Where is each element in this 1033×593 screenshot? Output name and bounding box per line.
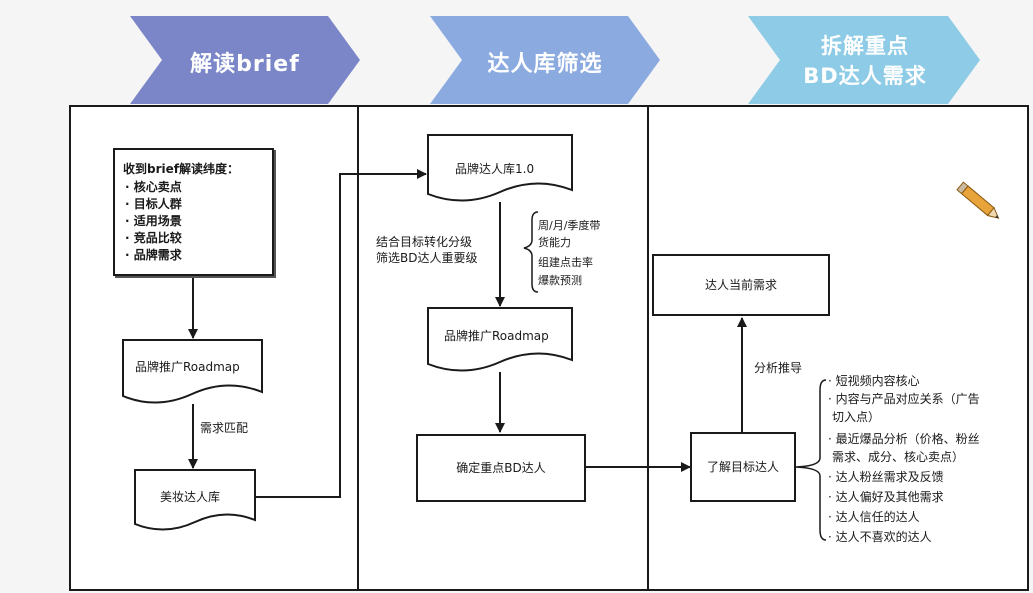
criteria-item: 货能力	[538, 236, 571, 249]
analysis-point: · 达人粉丝需求及反馈	[828, 470, 944, 484]
criteria-item: 组建点击率	[538, 256, 593, 269]
roadmap-doc-2	[427, 307, 573, 372]
brief-item: · 目标人群	[125, 197, 182, 211]
filter-label-line2: 筛选BD达人重要级	[376, 251, 478, 265]
analysis-point: 切入点）	[832, 410, 881, 424]
analysis-point: 需求、成分、核心卖点）	[832, 450, 965, 464]
pencil-icon	[956, 181, 1000, 219]
arrow-beauty-to-brand-db	[255, 169, 427, 498]
stage2-label: 达人库筛选	[487, 52, 603, 77]
brief-item: · 竞品比较	[125, 231, 182, 245]
points-bracket	[795, 379, 827, 541]
current-need-box: 达人当前需求	[652, 254, 830, 316]
analyze-label: 分析推导	[754, 361, 803, 375]
brief-title: 收到brief解读纬度：	[123, 162, 239, 176]
criteria-brace	[523, 211, 539, 293]
stage1-chevron	[130, 16, 360, 104]
brief-item: · 品牌需求	[125, 248, 182, 262]
criteria-item: 爆款预测	[538, 274, 582, 287]
analysis-point: · 达人不喜欢的达人	[828, 530, 932, 544]
confirm-bd-box: 确定重点BD达人	[416, 434, 586, 502]
analysis-point: · 达人信任的达人	[828, 510, 920, 524]
stage2-chevron	[430, 16, 660, 104]
stage-chevrons	[130, 16, 980, 104]
stage3-label-line2: BD达人需求	[803, 64, 927, 88]
analysis-point: · 达人偏好及其他需求	[828, 490, 944, 504]
brief-box: 收到brief解读纬度： · 核心卖点 · 目标人群 · 适用场景 · 竞品比较…	[113, 148, 274, 276]
brand-db-label: 品牌达人库1.0	[455, 162, 535, 176]
beauty-db-label: 美妆达人库	[160, 490, 221, 504]
match-label: 需求匹配	[200, 421, 249, 435]
stage1-label: 解读brief	[190, 52, 300, 77]
filter-label-line1: 结合目标转化分级	[376, 235, 473, 249]
brief-item: · 适用场景	[125, 214, 182, 228]
roadmap-label-1: 品牌推广Roadmap	[135, 360, 240, 374]
analysis-point: · 内容与产品对应关系（广告	[828, 392, 980, 406]
beauty-db-doc	[134, 469, 256, 531]
criteria-item: 周/月/季度带	[538, 219, 601, 232]
understand-box: 了解目标达人	[690, 432, 796, 502]
confirm-bd-label: 确定重点BD达人	[456, 461, 546, 475]
understand-label: 了解目标达人	[706, 460, 779, 474]
analysis-point: · 短视频内容核心	[828, 374, 920, 388]
stage3-chevron	[748, 16, 980, 104]
roadmap-doc-1	[122, 339, 263, 404]
brief-item: · 核心卖点	[125, 180, 182, 194]
stage3-label-line1: 拆解重点	[821, 34, 909, 58]
current-need-label: 达人当前需求	[704, 278, 777, 292]
brand-db-doc	[427, 134, 573, 202]
analysis-point: · 最近爆品分析（价格、粉丝	[828, 432, 980, 446]
roadmap-label-2: 品牌推广Roadmap	[444, 329, 549, 343]
